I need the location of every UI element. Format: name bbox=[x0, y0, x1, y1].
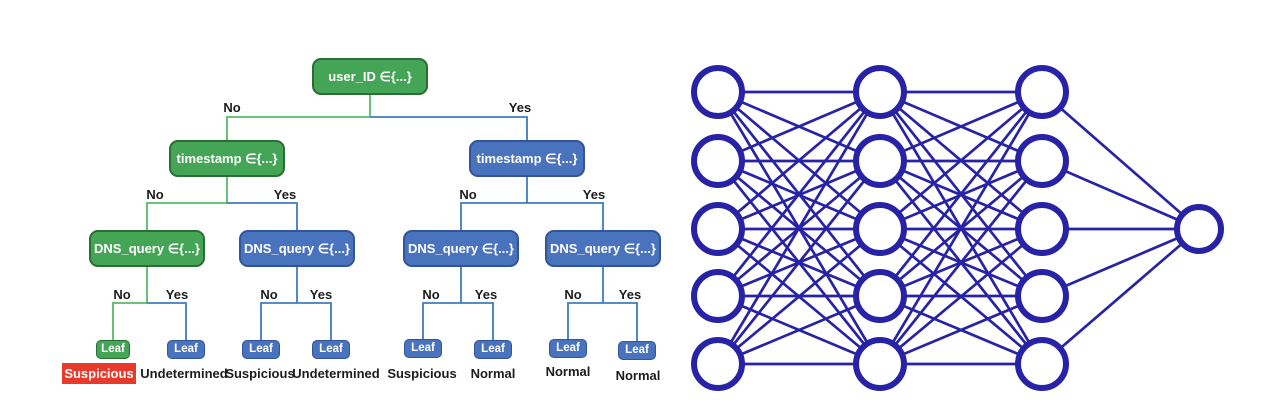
leaf-result-highlighted: Suspicious bbox=[62, 363, 136, 384]
nn-node bbox=[1015, 269, 1069, 323]
leaf-node: Leaf bbox=[167, 340, 205, 359]
leaf-node: Leaf bbox=[242, 340, 280, 359]
nn-node bbox=[1015, 337, 1069, 391]
branch-label-yes: Yes bbox=[474, 287, 498, 302]
branch-label-yes: Yes bbox=[165, 287, 189, 302]
branch-label-no: No bbox=[223, 100, 241, 115]
nn-node bbox=[691, 269, 745, 323]
leaf-result: Normal bbox=[615, 368, 661, 383]
branch-label-yes: Yes bbox=[309, 287, 333, 302]
tree-node-timestamp-left: timestamp ∈{...} bbox=[169, 140, 285, 177]
nn-node bbox=[691, 337, 745, 391]
nn-node bbox=[1174, 204, 1224, 254]
branch-label-no: No bbox=[260, 287, 278, 302]
branch-label-no: No bbox=[113, 287, 131, 302]
nn-node bbox=[853, 337, 907, 391]
tree-node-root: user_ID ∈{...} bbox=[312, 58, 428, 95]
leaf-result: Normal bbox=[545, 364, 591, 379]
leaf-result: Undetermined bbox=[140, 366, 228, 381]
branch-label-no: No bbox=[459, 187, 477, 202]
branch-label-no: No bbox=[146, 187, 164, 202]
leaf-node: Leaf bbox=[549, 339, 587, 358]
branch-label-yes: Yes bbox=[582, 187, 606, 202]
nn-node bbox=[853, 134, 907, 188]
tree-node-timestamp-right: timestamp ∈{...} bbox=[469, 140, 585, 177]
nn-node bbox=[853, 269, 907, 323]
leaf-node: Leaf bbox=[96, 340, 130, 359]
leaf-result: Normal bbox=[470, 366, 516, 381]
nn-node bbox=[853, 65, 907, 119]
tree-node-dns-1: DNS_query ∈{...} bbox=[89, 230, 205, 267]
nn-node bbox=[1015, 134, 1069, 188]
leaf-result: Undetermined bbox=[292, 366, 380, 381]
nn-node bbox=[853, 202, 907, 256]
nn-node bbox=[691, 65, 745, 119]
nn-node bbox=[1015, 65, 1069, 119]
nn-node bbox=[691, 202, 745, 256]
leaf-node: Leaf bbox=[618, 341, 656, 360]
leaf-node: Leaf bbox=[312, 340, 350, 359]
nn-node bbox=[1015, 202, 1069, 256]
branch-label-no: No bbox=[564, 287, 582, 302]
branch-label-no: No bbox=[422, 287, 440, 302]
tree-node-dns-2: DNS_query ∈{...} bbox=[239, 230, 355, 267]
branch-label-yes: Yes bbox=[273, 187, 297, 202]
nn-node bbox=[691, 134, 745, 188]
tree-node-dns-3: DNS_query ∈{...} bbox=[403, 230, 519, 267]
tree-node-dns-4: DNS_query ∈{...} bbox=[545, 230, 661, 267]
leaf-node: Leaf bbox=[404, 339, 442, 358]
branch-label-yes: Yes bbox=[508, 100, 532, 115]
leaf-result: Suspicious bbox=[387, 366, 457, 381]
leaf-node: Leaf bbox=[474, 340, 512, 359]
branch-label-yes: Yes bbox=[618, 287, 642, 302]
leaf-result: Suspicious bbox=[225, 366, 295, 381]
